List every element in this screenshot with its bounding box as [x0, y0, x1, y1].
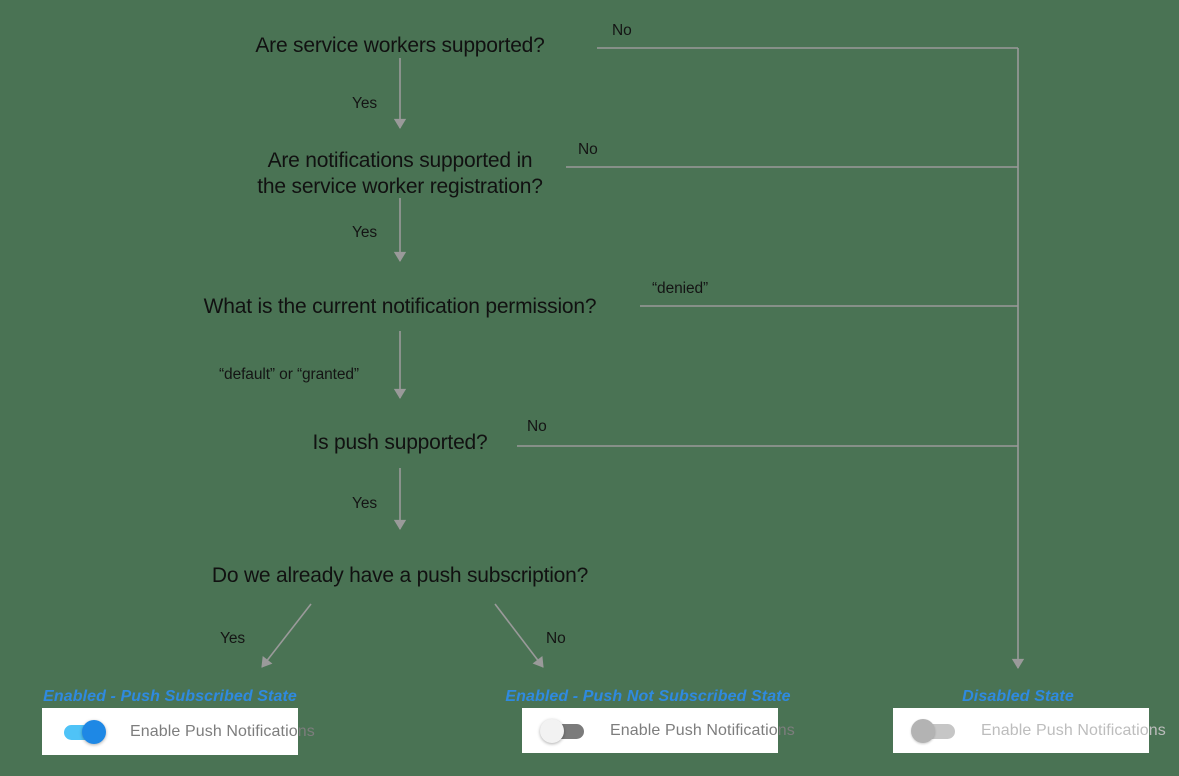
toggle-card-push-subscribed[interactable]: Enable Push Notifications [42, 708, 315, 755]
edge-label-q2-no: No [578, 141, 598, 158]
edge-label-q1-no: No [612, 22, 632, 39]
toggle-card-disabled: Enable Push Notifications [893, 708, 1166, 753]
edge-label-q2-yes: Yes [352, 224, 377, 241]
toggle-knob [82, 719, 106, 744]
edge-label-q1-yes: Yes [352, 95, 377, 112]
push-toggle-disabled [911, 718, 959, 744]
toggle-knob [911, 718, 935, 743]
node-have-push-subscription: Do we already have a push subscription? [211, 564, 589, 587]
edge-label-q3-default-granted: “default” or “granted” [219, 366, 359, 383]
push-toggle-not-subscribed[interactable] [540, 718, 588, 744]
node-notifications-supported-line2: the service worker registration? [257, 174, 543, 198]
edge-label-q5-no: No [546, 630, 566, 647]
push-toggle-subscribed[interactable] [60, 719, 108, 745]
state-label-push-subscribed: Enabled - Push Subscribed State [43, 688, 297, 705]
edge-q5-yes [261, 603, 312, 668]
state-label-push-not-subscribed: Enabled - Push Not Subscribed State [505, 688, 791, 705]
node-push-supported: Is push supported? [312, 431, 488, 454]
toggle-label-push-subscribed: Enable Push Notifications [130, 722, 315, 740]
edge-label-q4-yes: Yes [352, 495, 377, 512]
edge-label-q4-no: No [527, 418, 547, 435]
toggle-card-push-not-subscribed[interactable]: Enable Push Notifications [522, 708, 795, 753]
edge-label-q3-denied: “denied” [652, 280, 709, 297]
toggle-label-disabled: Enable Push Notifications [981, 721, 1166, 739]
state-label-disabled: Disabled State [962, 688, 1074, 705]
node-notifications-supported-line1: Are notifications supported in [267, 149, 533, 172]
edge-label-q5-yes: Yes [220, 630, 245, 647]
node-service-workers-supported: Are service workers supported? [255, 34, 545, 57]
toggle-knob [540, 718, 564, 743]
node-notifications-supported: Are notifications supported in the servi… [228, 148, 572, 199]
toggle-label-push-not-subscribed: Enable Push Notifications [610, 721, 795, 739]
node-current-notification-permission: What is the current notification permiss… [203, 295, 597, 318]
edge-q5-no [494, 603, 544, 668]
